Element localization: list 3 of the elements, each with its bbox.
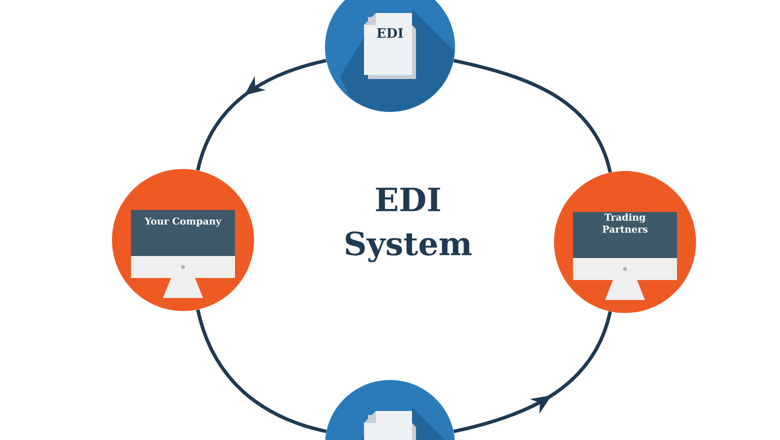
arrow [196,58,327,171]
title: EDI System [346,188,472,262]
arrow [453,311,612,434]
